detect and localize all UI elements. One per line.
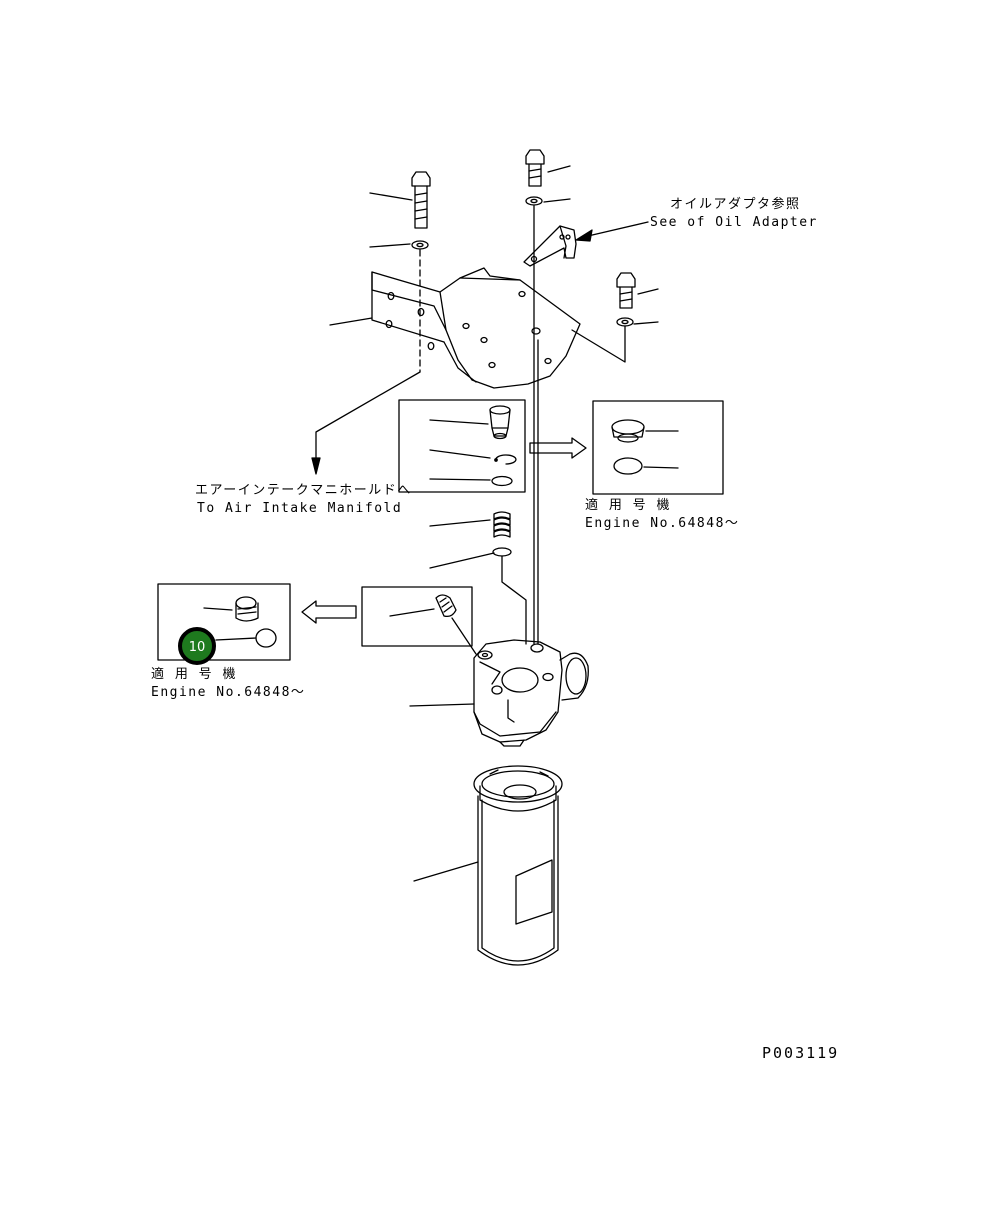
leader-bolt-right xyxy=(637,288,659,295)
applicable-right-jp: 適 用 号 機 xyxy=(585,497,671,513)
detail-box-middle xyxy=(361,586,473,647)
leader-bracket xyxy=(329,317,373,326)
plug-alt-right xyxy=(611,419,645,443)
callout-label: 10 xyxy=(189,640,206,655)
intake-note-en: To Air Intake Manifold xyxy=(197,501,402,516)
plug-alt-left xyxy=(235,596,259,622)
hollow-arrow-left xyxy=(301,600,357,624)
valve-disc xyxy=(492,547,512,557)
washer-left xyxy=(411,240,429,250)
oil-adapter-bracket xyxy=(523,225,577,267)
bolt-right xyxy=(616,272,636,309)
leader-bolt-left xyxy=(369,192,413,201)
washer-right xyxy=(616,317,634,327)
bolt-right-guide xyxy=(571,325,626,363)
bolt-center xyxy=(525,149,545,187)
oil-adapter-arrow xyxy=(575,221,649,242)
hollow-arrow-right xyxy=(529,437,587,459)
oil-adapter-note-jp: オイルアダプタ参照 xyxy=(670,196,801,212)
filter-head xyxy=(473,639,589,747)
leader-spring xyxy=(429,519,491,527)
detail-box-upper xyxy=(398,399,526,493)
leader-bolt-center xyxy=(547,165,571,173)
applicable-right-en: Engine No.64848～ xyxy=(585,516,739,531)
plug-upper xyxy=(489,405,511,440)
applicable-left-en: Engine No.64848～ xyxy=(151,685,305,700)
leader-washer-right xyxy=(633,321,659,325)
bolt-left xyxy=(411,171,431,229)
leader-valve xyxy=(429,552,495,569)
leader-washer-center xyxy=(543,198,571,203)
leader-filter-head xyxy=(409,703,475,707)
mounting-bracket xyxy=(371,267,581,389)
drawing-code: P003119 xyxy=(762,1044,839,1062)
detail-box-left xyxy=(157,583,291,661)
snap-ring xyxy=(494,454,517,465)
leader-filter-cartridge xyxy=(413,861,479,882)
o-ring-alt-right xyxy=(613,457,643,475)
o-ring-alt-left xyxy=(255,628,277,648)
oil-adapter-note-en: See of Oil Adapter xyxy=(650,215,818,230)
washer-center xyxy=(525,196,543,206)
leader-washer-left xyxy=(369,243,411,248)
detail-box-right xyxy=(592,400,724,495)
plug-middle xyxy=(435,594,457,618)
o-ring-upper xyxy=(491,475,513,487)
callout-badge-10[interactable]: 10 xyxy=(178,627,216,665)
applicable-left-jp: 適 用 号 機 xyxy=(151,666,237,682)
filter-cartridge xyxy=(473,765,563,966)
intake-manifold-arrow xyxy=(315,371,421,471)
intake-note-jp: エアーインテークマニホールドへ xyxy=(195,483,412,498)
spring xyxy=(493,511,511,538)
